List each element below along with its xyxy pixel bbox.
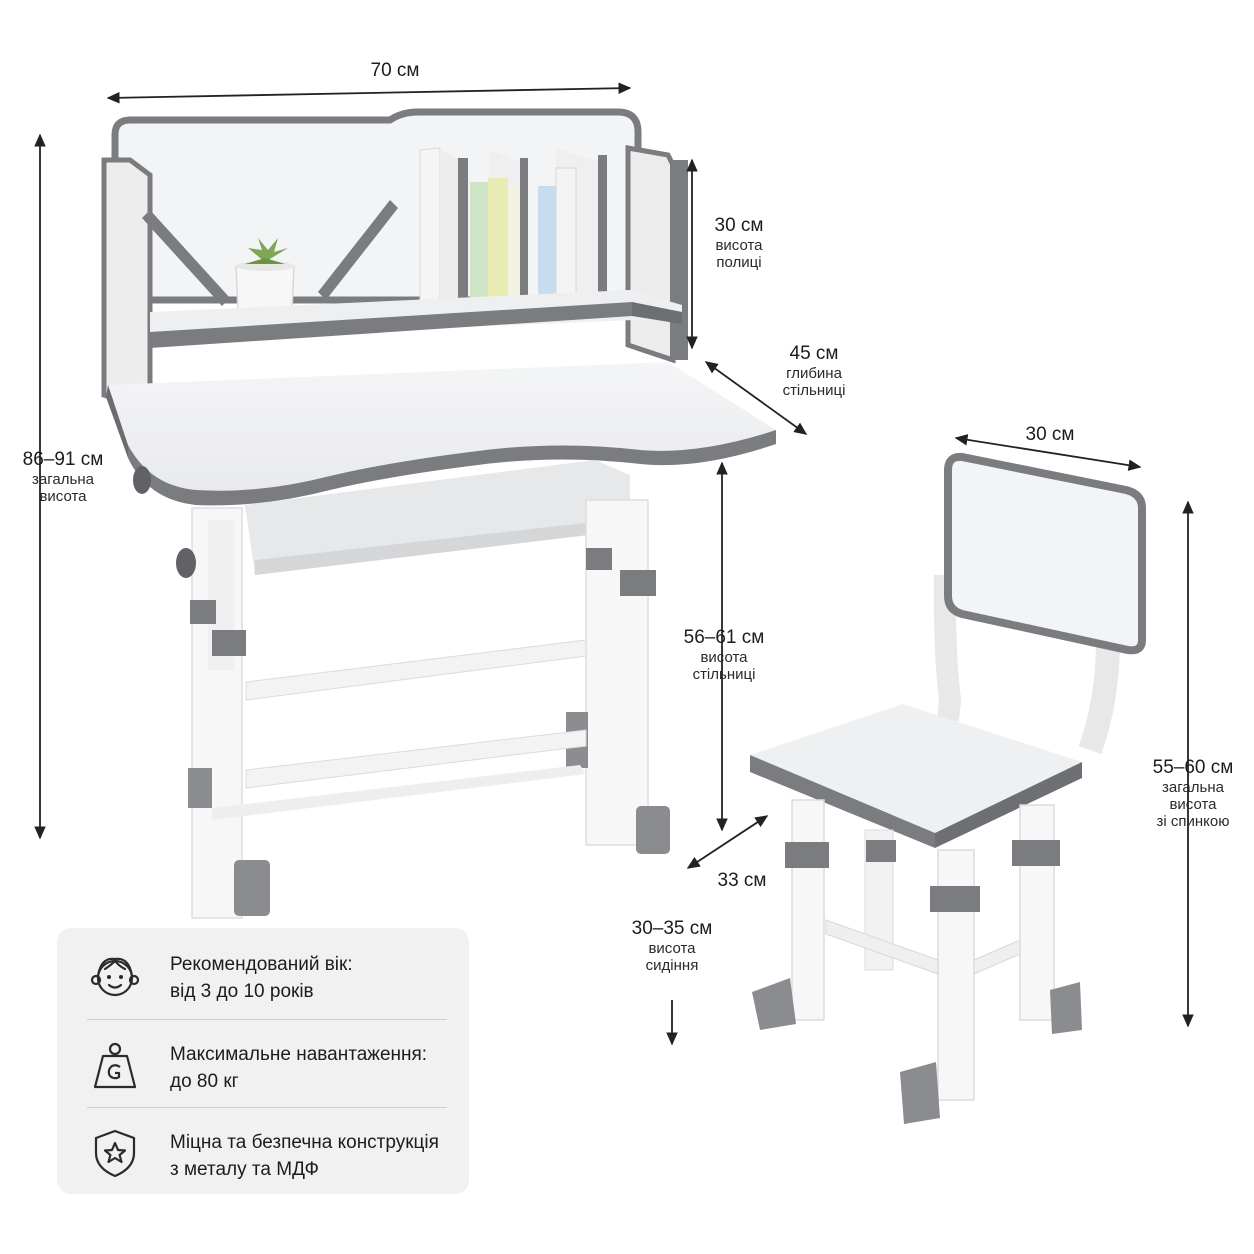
feature-age-text: Рекомендований вік: від 3 до 10 років <box>170 954 353 1002</box>
dim-line-chair-depth <box>686 815 769 869</box>
feature-load: Максимальне навантаження: до 80 кг <box>57 1020 469 1108</box>
label-total-height: 86–91 см загальна висота <box>4 449 122 505</box>
label-tabletop-height-value: 56–61 см <box>683 627 765 648</box>
desk <box>101 108 776 919</box>
label-desk-depth-value: 45 см <box>789 343 839 364</box>
label-shelf-height-value: 30 см <box>714 215 764 236</box>
label-tabletop-height: 56–61 см висота стільниці <box>670 627 778 683</box>
book-green <box>470 182 488 300</box>
dim-line-desk-depth <box>704 361 808 435</box>
book-yellow <box>488 178 508 300</box>
chair-backrest <box>944 452 1146 655</box>
label-chair-width-value: 30 см <box>1025 424 1075 445</box>
child-face-icon <box>90 957 140 997</box>
dim-line-chair-width <box>954 434 1142 471</box>
label-chair-depth: 33 см <box>702 870 782 892</box>
label-total-height-value: 86–91 см <box>22 449 104 470</box>
label-chair-depth-value: 33 см <box>717 870 767 891</box>
book-white <box>555 167 577 299</box>
book-pale <box>508 185 520 300</box>
dim-line-desk-width <box>106 82 632 104</box>
label-desk-width-value: 70 см <box>370 60 420 81</box>
divider <box>87 1107 447 1108</box>
label-seat-height: 30–35 см висота сидіння <box>620 918 724 974</box>
under-shelf <box>245 460 630 575</box>
chair-seat <box>750 704 1082 833</box>
hutch-left-side <box>101 157 153 414</box>
feature-box: Рекомендований вік: від 3 до 10 років Ма… <box>57 928 469 1194</box>
label-seat-height-value: 30–35 см <box>631 918 713 939</box>
feature-load-text: Максимальне навантаження: до 80 кг <box>170 1044 428 1092</box>
chair <box>750 452 1146 1124</box>
weight-icon <box>93 1042 137 1089</box>
label-chair-height: 55–60 см загальна висота зі спинкою <box>1140 757 1246 831</box>
dimension-lines <box>34 82 1194 1046</box>
label-desk-depth: 45 см глибина стільниці <box>768 343 860 399</box>
label-shelf-height: 30 см висота полиці <box>696 215 782 271</box>
hutch-right-side <box>625 145 676 364</box>
desk-left-leg <box>176 507 270 919</box>
shield-star-icon <box>94 1129 136 1178</box>
feature-safety-text: Міцна та безпечна конструкція з металу т… <box>170 1132 439 1180</box>
label-chair-width: 30 см <box>1010 424 1090 446</box>
label-chair-height-value: 55–60 см <box>1152 757 1234 778</box>
divider <box>87 1019 447 1020</box>
label-desk-width: 70 см <box>340 60 450 82</box>
feature-safety: Міцна та безпечна конструкція з металу т… <box>57 1108 469 1196</box>
book-blue <box>538 186 556 298</box>
desk-top <box>108 362 776 491</box>
feature-age: Рекомендований вік: від 3 до 10 років <box>57 930 469 1018</box>
desk-right-leg <box>566 499 670 854</box>
